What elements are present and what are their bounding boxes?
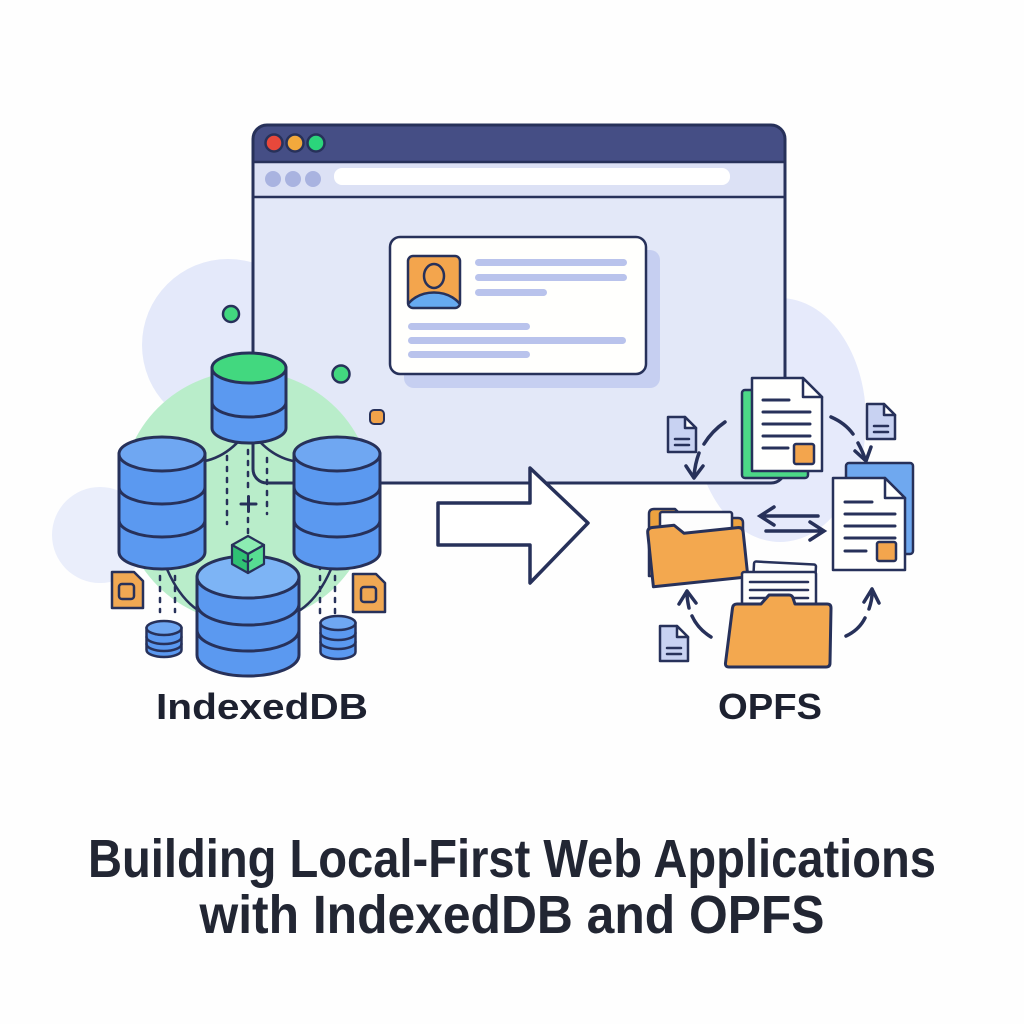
small-file-icon xyxy=(865,402,897,441)
avatar-border xyxy=(406,254,462,310)
card-text-line xyxy=(475,289,547,296)
toolbar-dot-icon xyxy=(285,171,301,187)
document-stack-green-icon xyxy=(740,376,824,480)
curved-arrow xyxy=(867,592,874,611)
card-text-line xyxy=(408,323,530,330)
curved-arrow xyxy=(844,616,867,638)
data-cube-icon xyxy=(230,534,266,575)
arrowhead-down-icon xyxy=(684,464,705,480)
traffic-light-orange-icon xyxy=(285,133,305,153)
indexeddb-label: IndexedDB xyxy=(156,686,368,727)
card-text-line xyxy=(408,337,626,344)
page-title-line2: with IndexedDB and OPFS xyxy=(199,885,825,945)
curved-arrow xyxy=(690,614,713,639)
address-bar xyxy=(334,168,730,185)
small-file-icon xyxy=(658,624,690,663)
plus-icon xyxy=(239,495,258,513)
curved-arrow xyxy=(692,451,701,478)
curved-arrow xyxy=(829,415,855,436)
avatar-shoulders xyxy=(408,291,460,308)
opfs-label: OPFS xyxy=(718,686,822,727)
arrowhead-up-icon xyxy=(677,589,698,606)
arrowhead-down-icon xyxy=(853,445,873,463)
small-file-icon xyxy=(666,415,698,454)
green-dot-icon xyxy=(221,304,241,324)
database-cylinder-right-icon xyxy=(292,435,382,571)
open-folder-icon xyxy=(646,507,749,589)
page-title-line1: Building Local-First Web Applications xyxy=(88,829,936,889)
traffic-light-red-icon xyxy=(264,133,284,153)
avatar-head xyxy=(422,262,446,290)
document-stack-blue-icon xyxy=(831,461,915,572)
opfs-cluster xyxy=(646,376,915,669)
orange-file-icon xyxy=(110,570,145,610)
toolbar-dot-icon xyxy=(305,171,321,187)
mini-database-icon xyxy=(145,619,183,659)
orange-square-icon xyxy=(369,409,385,425)
green-dot-icon xyxy=(331,364,351,384)
database-cylinder-top-icon xyxy=(210,351,288,445)
toolbar-dot-icon xyxy=(265,171,281,187)
browser-window-border xyxy=(251,123,787,485)
database-cylinder-left-icon xyxy=(117,435,207,571)
profile-card xyxy=(388,235,660,388)
browser-titlebar xyxy=(253,125,785,162)
open-folder-icon xyxy=(723,560,833,669)
database-cylinder-bottom-icon xyxy=(195,554,301,678)
indexeddb-cluster xyxy=(110,351,387,678)
dashed-data-stream xyxy=(158,448,337,616)
arrow-left-icon xyxy=(756,505,820,527)
card-text-line xyxy=(475,274,627,281)
arrow-right-icon xyxy=(764,520,828,542)
card-text-line xyxy=(408,351,530,358)
flow-right-arrow-icon xyxy=(436,466,590,585)
curved-arrow xyxy=(702,420,727,446)
card-text-line xyxy=(475,259,627,266)
mini-database-icon xyxy=(319,614,357,661)
sync-arrows xyxy=(677,415,881,639)
traffic-light-green-icon xyxy=(306,133,326,153)
orange-file-icon xyxy=(351,572,387,614)
arrowhead-up-icon xyxy=(862,587,881,605)
